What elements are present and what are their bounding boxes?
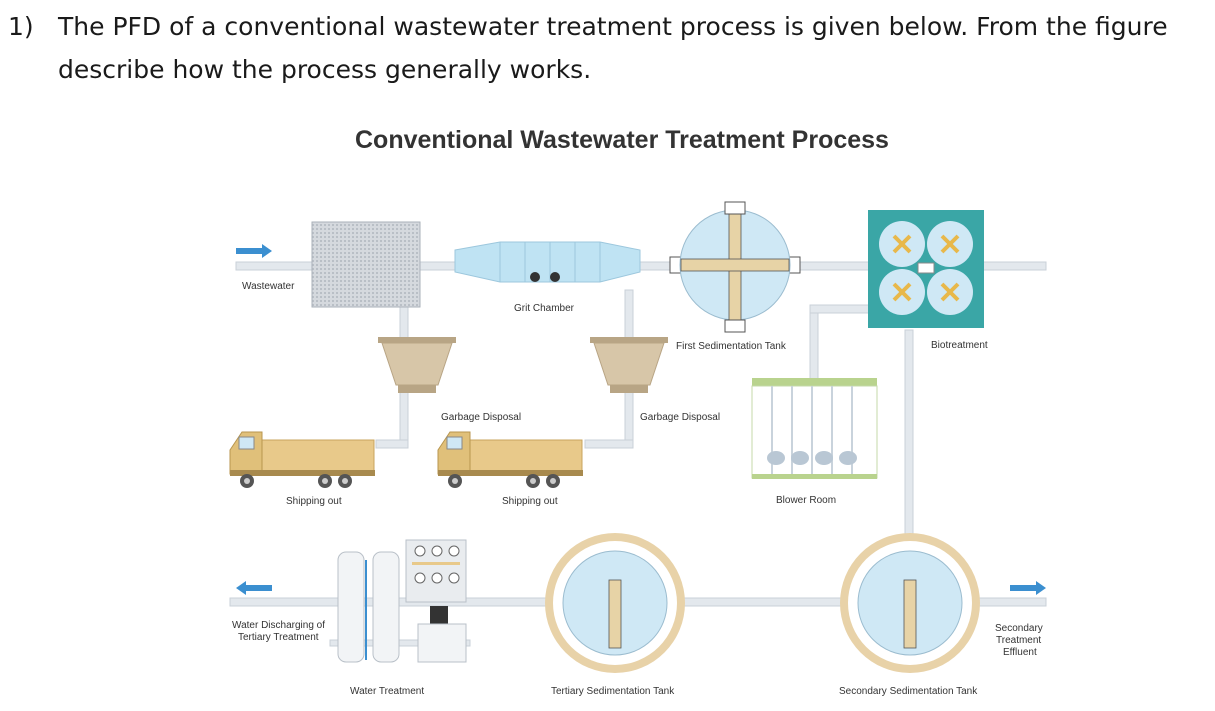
label-shipping-out-2: Shipping out — [502, 496, 558, 507]
inflow-arrow-icon — [236, 244, 272, 258]
label-water-discharging-line-1: Water Discharging of — [232, 620, 325, 631]
biotreatment-tank-icon — [868, 210, 984, 328]
effluent-arrow-icon — [1010, 581, 1046, 595]
first-sedimentation-tank-icon — [669, 201, 801, 333]
label-tertiary-sedimentation-tank: Tertiary Sedimentation Tank — [551, 686, 675, 697]
label-secondary-effluent-line-3: Effluent — [1003, 647, 1037, 658]
label-biotreatment: Biotreatment — [931, 340, 988, 351]
label-secondary-sedimentation-tank: Secondary Sedimentation Tank — [839, 686, 978, 697]
water-treatment-equipment-icon — [337, 539, 467, 663]
garbage-hopper-2-icon — [590, 337, 668, 393]
label-blower-room: Blower Room — [776, 495, 837, 506]
label-garbage-disposal-1: Garbage Disposal — [441, 412, 522, 423]
pipe-top-main — [235, 261, 1047, 271]
label-secondary-effluent-line-1: Secondary — [995, 623, 1043, 634]
label-water-discharging-line-2: Tertiary Treatment — [238, 632, 319, 643]
truck-2-icon — [437, 431, 583, 488]
flow-arrows — [236, 244, 1046, 595]
label-grit-chamber: Grit Chamber — [514, 303, 575, 314]
tertiary-sedimentation-tank-icon — [545, 533, 685, 673]
question-text-line-2: describe how the process generally works… — [58, 55, 592, 84]
label-first-sedimentation-tank: First Sedimentation Tank — [676, 341, 786, 352]
truck-1-icon — [229, 431, 375, 488]
label-water-treatment: Water Treatment — [350, 686, 425, 697]
question-number: 1) — [8, 12, 34, 41]
label-shipping-out-1: Shipping out — [286, 496, 342, 507]
blower-room-icon — [751, 378, 878, 479]
diagram-title: Conventional Wastewater Treatment Proces… — [355, 126, 889, 154]
bar-screen-icon — [311, 221, 421, 308]
label-secondary-effluent-line-2: Treatment — [996, 635, 1042, 646]
secondary-sedimentation-tank-icon — [840, 533, 980, 673]
label-garbage-disposal-2: Garbage Disposal — [640, 412, 721, 423]
question-text-line-1: The PFD of a conventional wastewater tre… — [58, 12, 1168, 41]
garbage-hopper-1-icon — [378, 337, 456, 393]
label-wastewater: Wastewater — [242, 281, 295, 292]
grit-chamber-icon — [454, 241, 641, 283]
outflow-arrow-icon — [236, 581, 272, 595]
